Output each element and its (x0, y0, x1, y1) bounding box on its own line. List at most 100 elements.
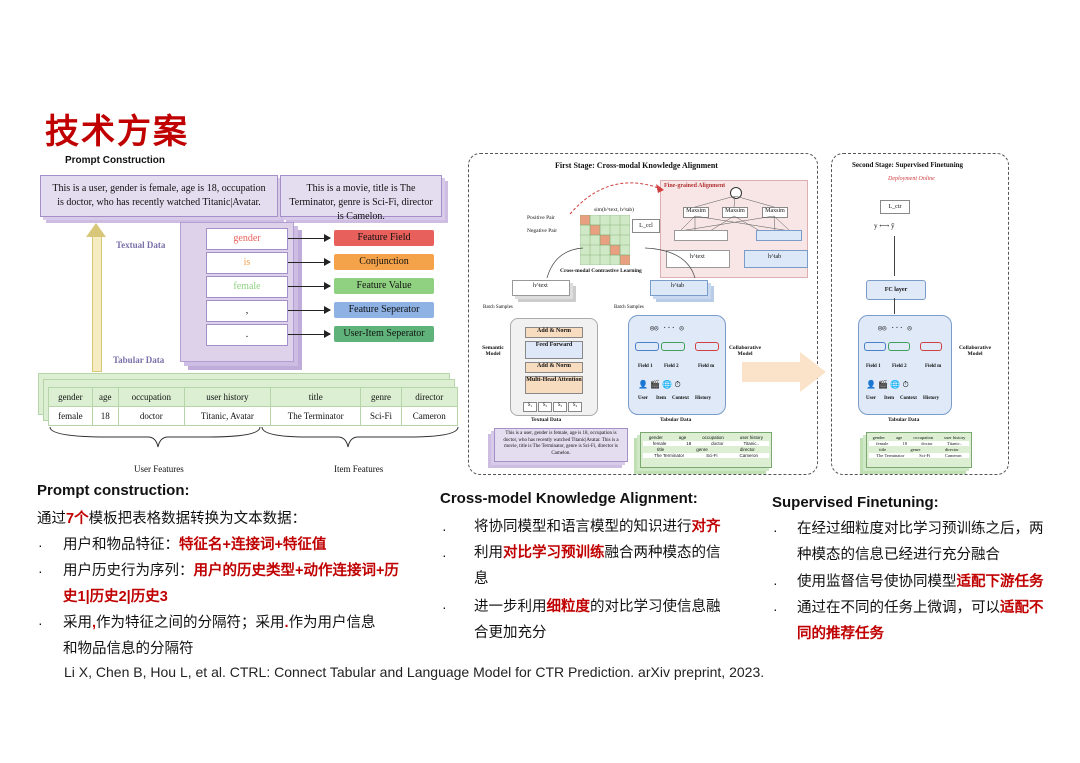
prompt-b3-mid: 作为特征之间的分隔符；采用 (96, 615, 285, 631)
ft-b3: 通过在不同的任务上微调，可以适配不 同的推荐任务 (797, 595, 1077, 647)
prompt-intro-red: 7个 (66, 511, 89, 527)
mini-table-2: gender age occupation user history femal… (866, 432, 972, 468)
label-feature-value: Feature Value (334, 278, 434, 294)
field-context-1: Context (672, 396, 689, 401)
table-header-row: gender age occupation user history title… (48, 387, 459, 407)
reference: Li X, Chen B, Hou L, et al. CTRL: Connec… (64, 664, 765, 680)
text-sample: This is a user, gender is female, age is… (503, 431, 619, 456)
mini-table-1-v2: The Terminator Sci-Fi Cameron (643, 453, 769, 458)
td-occupation: doctor (117, 406, 185, 426)
l-ctr-box: L_ctr (880, 200, 910, 214)
align-b2-pre: 利用 (474, 545, 503, 561)
ft-bullet-3: · (773, 601, 778, 617)
token-s3: S₃ (553, 402, 567, 412)
mh2b-1: genre (910, 447, 921, 452)
arrow-4 (288, 306, 331, 314)
tab-token-row (756, 230, 802, 241)
arrow-1 (288, 234, 331, 242)
embed2-a (864, 342, 886, 351)
prompt-bullet-2: · (38, 563, 43, 579)
ft-b3-pre: 通过在不同的任务上微调，可以 (797, 600, 1000, 616)
dashed-arc (569, 182, 665, 215)
text-token-row (674, 230, 728, 241)
label-conjunction: Conjunction (334, 254, 434, 270)
finetune-heading: Supervised Finetuning: (772, 494, 939, 511)
mr2-0: female (876, 441, 889, 446)
h-text-batch-1 (512, 280, 570, 296)
tabular-data-label-right: Tabular Data (888, 417, 920, 423)
collab-encoder-1 (628, 315, 726, 415)
token-s2: S₂ (538, 402, 552, 412)
collab-top-nodes-1: ◎◎ ··· ◎ (650, 324, 684, 332)
prompt-b1-pre: 用户和物品特征： (63, 537, 179, 553)
ft-b1: 在经过细粒度对比学习预训练之后，两 种模态的信息已经进行充分融合 (797, 516, 1077, 568)
token-period: . (206, 324, 288, 346)
collab-model-label-2: Collaborative Model (958, 345, 992, 357)
th-occupation: occupation (117, 387, 185, 407)
positive-pair-label: Positive Pair (527, 215, 555, 221)
textual-data-label: Textual Data (116, 240, 166, 250)
prompt-b2: 用户历史行为序列：用户的历史类型+动作连接词+历 史1|历史2|历史3 (63, 558, 443, 610)
align-b2: 利用对比学习预训练融合两种模态的信 息 (474, 540, 764, 592)
mr2b-2: Cameron (945, 453, 962, 458)
cross-modal-label: Cross-modal Contrastive Learning (560, 268, 642, 274)
up-arrow-head (86, 223, 106, 237)
add-norm-2: Add & Norm (525, 362, 583, 373)
collab-embed-row-2 (864, 342, 948, 351)
label-user-item-separator: User-Item Seperator (334, 326, 434, 342)
arrow-2 (288, 258, 331, 266)
embed-a (635, 342, 659, 351)
align-b1-pre: 将协同模型和语言模型的知识进行 (474, 519, 692, 535)
mr1b-1: Sci-Fi (706, 453, 718, 458)
th-genre: genre (360, 387, 402, 407)
collab-model-label-1: Collaborative Model (728, 345, 762, 357)
embed-c (695, 342, 719, 351)
align-b2-line2: 息 (474, 571, 489, 587)
item-features-label: Item Features (334, 464, 384, 474)
batch-samples-left: Batch Samples (483, 305, 513, 310)
align-b3-pre: 进一步利用 (474, 599, 547, 615)
th-user-history: user history (183, 387, 271, 407)
batch-samples-right: Batch Samples (614, 305, 644, 310)
maxsim-1: Maxsim (683, 207, 709, 218)
mr2b-1: Sci-Fi (919, 453, 931, 458)
prompt-intro-post: 模板把表格数据转换为文本数据： (88, 511, 307, 527)
similarity-matrix (580, 215, 630, 265)
align-b1-red: 对齐 (691, 519, 721, 535)
align-bullet-2: · (442, 547, 447, 563)
fieldm-label-1: Field m (698, 364, 715, 369)
mini-table-1-rows: gender age occupation user history (641, 433, 771, 440)
add-norm-1: Add & Norm (525, 327, 583, 338)
ft-b1-line2: 种模态的信息已经进行充分融合 (797, 547, 1000, 563)
ft-b1-line1: 在经过细粒度对比学习预训练之后，两 (797, 521, 1044, 537)
label-feature-field: Feature Field (334, 230, 434, 246)
field1-label-1: Field 1 (638, 364, 653, 369)
th-gender: gender (48, 387, 93, 407)
mh1-3: user history (739, 435, 764, 440)
mh1-2: occupation (702, 435, 724, 440)
mh2-2: occupation (913, 435, 934, 440)
table-row: female 18 doctor Titanic, Avatar The Ter… (48, 406, 459, 426)
mr1-0: female (652, 441, 667, 446)
mr2-1: 18 (902, 441, 908, 446)
field-icons-2: 👤 🎬 🌐 ⏱ (866, 380, 909, 389)
h-tab-batch-1 (650, 280, 708, 296)
align-bullet-1: · (442, 521, 447, 537)
text-sample-card: This is a user, gender is female, age is… (494, 428, 628, 462)
mr1-3: Titanic.. (743, 441, 760, 446)
label-feature-separator: Feature Seperator (334, 302, 434, 318)
td-gender: female (48, 406, 93, 426)
mini-table-2-rows: gender age occupation user history (867, 433, 971, 440)
stage1-panel (468, 153, 818, 475)
mh2-3: user history (944, 435, 966, 440)
y-pred: y ⟷ ŷ (874, 222, 895, 230)
stage2-panel (831, 153, 1009, 475)
field-icons-1: 👤 🎬 🌐 ⏱ (638, 380, 681, 389)
stage2-line-2 (894, 298, 895, 314)
align-b2-post: 融合两种模态的信 (604, 545, 721, 561)
mini-table-2-h2: title genre director (867, 447, 971, 452)
prompt-b3-red: , (92, 615, 97, 631)
user-features-label: User Features (134, 464, 184, 474)
embed2-c (920, 342, 942, 351)
ft-bullet-2: · (773, 575, 778, 591)
